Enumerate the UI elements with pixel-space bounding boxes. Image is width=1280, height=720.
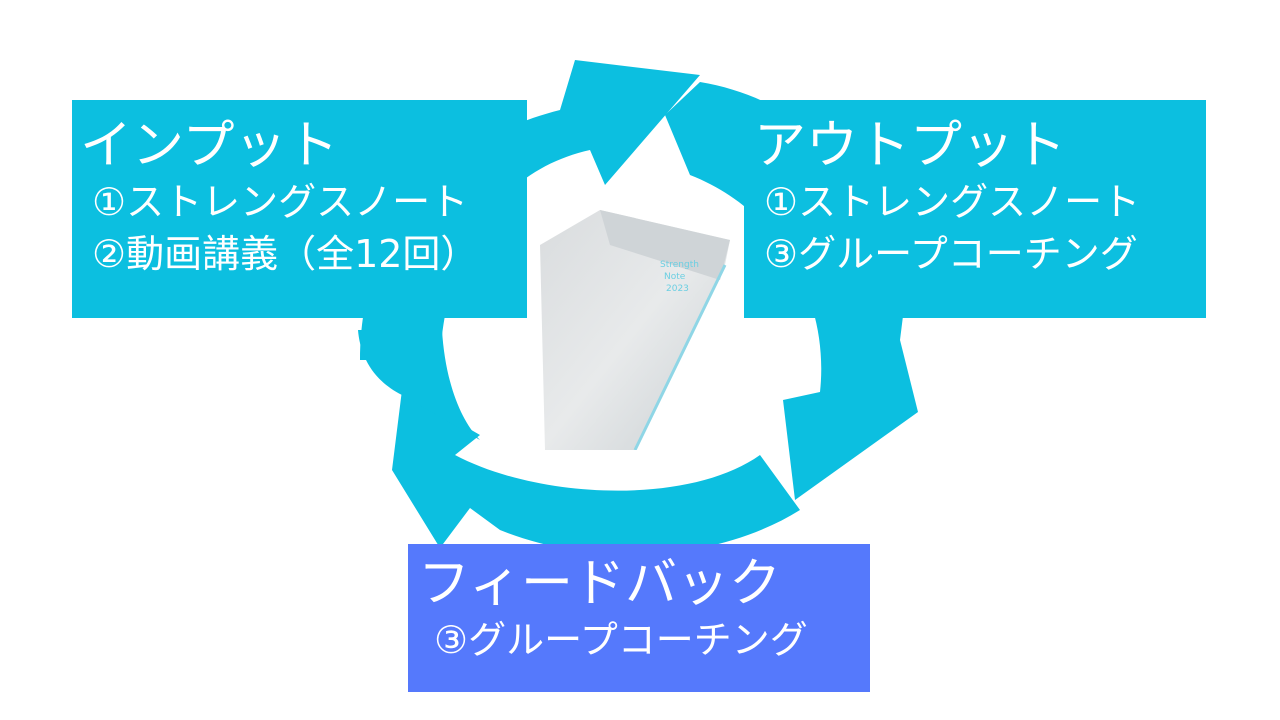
notebook-cover-line-2: Note xyxy=(664,272,686,282)
output-title: アウトプット xyxy=(754,116,1067,176)
notebook-cover-line-3: 2023 xyxy=(666,284,689,294)
input-item-2: ②動画講義（全12回） xyxy=(92,232,479,276)
arrow-left-arc xyxy=(358,330,480,440)
output-item-2: ③グループコーチング xyxy=(764,232,1138,276)
output-item-1: ①ストレングスノート xyxy=(764,180,1141,224)
arrow-feedback-to-input xyxy=(392,390,800,555)
feedback-item-1: ③グループコーチング xyxy=(434,618,808,662)
input-box: インプット ①ストレングスノート ②動画講義（全12回） xyxy=(72,100,527,318)
notebook-cover-line-1: Strength xyxy=(660,260,699,270)
input-title: インプット xyxy=(80,116,339,176)
output-box: アウトプット ①ストレングスノート ③グループコーチング xyxy=(744,100,1206,318)
notebook-photo: Strength Note 2023 xyxy=(540,210,730,450)
feedback-title: フィードバック xyxy=(418,554,781,614)
feedback-box: フィードバック ③グループコーチング xyxy=(408,544,870,692)
input-item-1: ①ストレングスノート xyxy=(92,180,469,224)
